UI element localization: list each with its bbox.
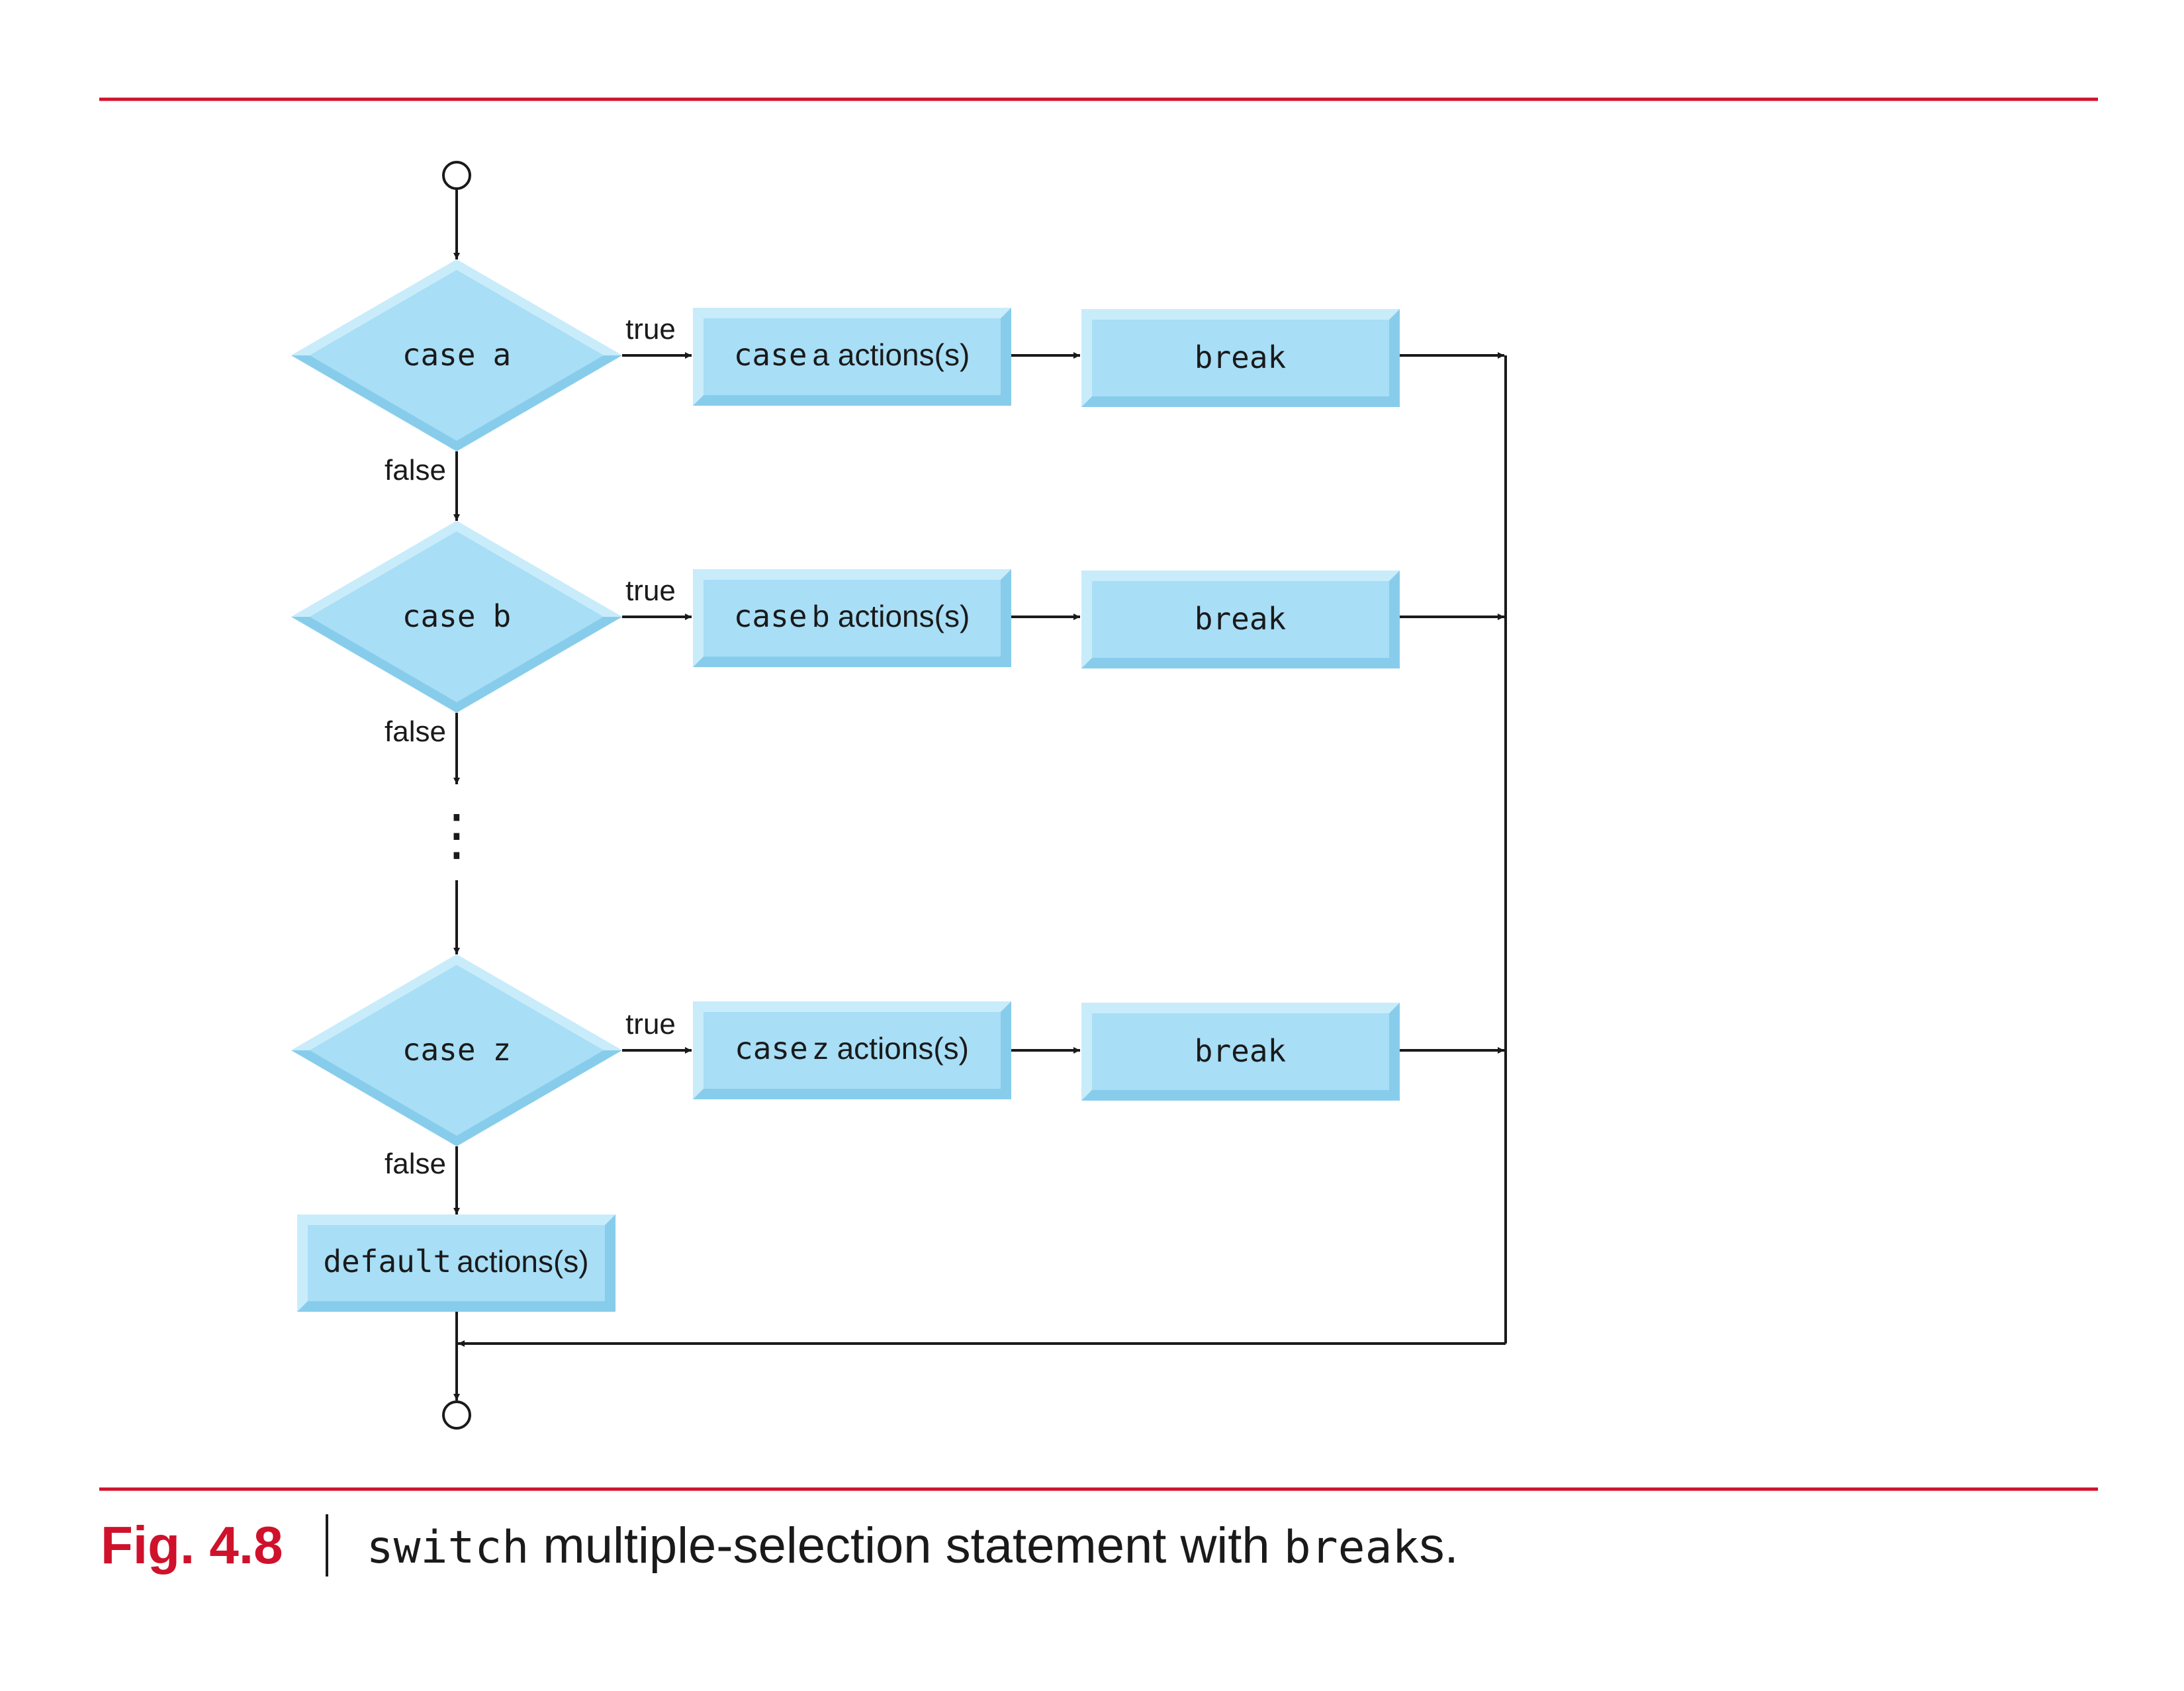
false-label-case-b: false (385, 715, 446, 748)
break-box-case-z: break (1081, 1003, 1400, 1101)
true-label-case-a: true (625, 313, 676, 345)
true-label-case-z: true (625, 1008, 676, 1040)
break-label-case-a: break (1195, 340, 1286, 375)
figure-number: Fig. 4.8 (101, 1516, 283, 1575)
caption-text-end: s. (1419, 1517, 1459, 1574)
caption-keyword-switch: switch (366, 1521, 529, 1574)
false-label-case-z: false (385, 1148, 446, 1180)
true-label-case-b: true (625, 574, 676, 607)
break-label-case-b: break (1195, 601, 1286, 637)
break-label-case-z: break (1195, 1033, 1286, 1069)
caption-keyword-break: break (1283, 1521, 1420, 1574)
caption-text: switch multiple-selection statement with… (367, 1517, 1459, 1575)
break-box-case-b: break (1081, 571, 1400, 668)
start-node (442, 161, 471, 190)
caption-separator (325, 1514, 328, 1577)
end-node (442, 1400, 471, 1430)
ellipsis: ⋮ (429, 803, 484, 866)
figure-caption: Fig. 4.8 switch multiple-selection state… (101, 1506, 1459, 1585)
break-box-case-a: break (1081, 309, 1400, 407)
caption-text-middle: multiple-selection statement with (529, 1517, 1284, 1574)
false-label-case-a: false (385, 454, 446, 486)
